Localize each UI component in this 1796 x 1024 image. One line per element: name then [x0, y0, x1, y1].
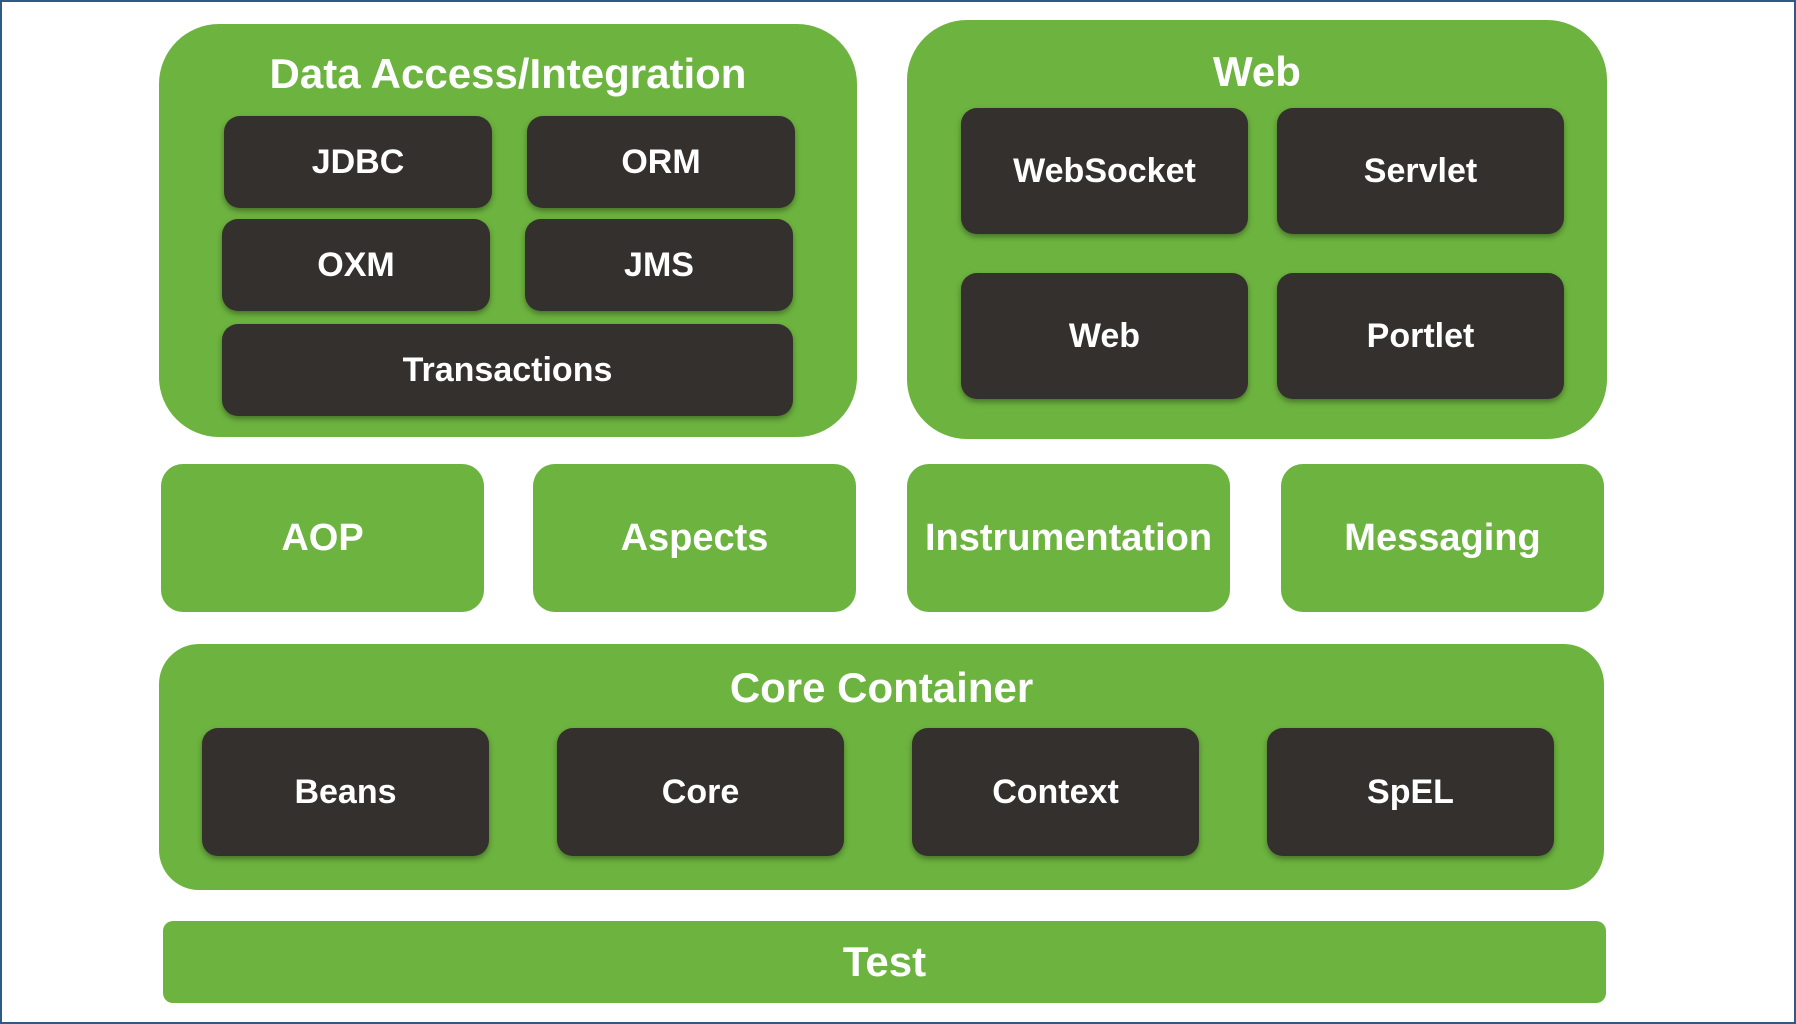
test-module: Test [163, 921, 1606, 1003]
spel-module: SpEL [1267, 728, 1554, 856]
web-module: Web [961, 273, 1248, 399]
transactions-module: Transactions [222, 324, 793, 416]
jms-module: JMS [525, 219, 793, 311]
aspects-module: Aspects [533, 464, 856, 612]
context-module: Context [912, 728, 1199, 856]
instrumentation-module: Instrumentation [907, 464, 1230, 612]
core-container-group: Core Container Beans Core Context SpEL [159, 644, 1604, 890]
data-access-title: Data Access/Integration [269, 50, 747, 97]
core-container-title: Core Container [729, 664, 1034, 711]
data-access-group: Data Access/Integration JDBC ORM OXM JMS… [159, 24, 857, 437]
web-group: Web WebSocket Servlet Web Portlet [907, 20, 1607, 439]
websocket-module: WebSocket [961, 108, 1248, 234]
beans-module: Beans [202, 728, 489, 856]
web-title: Web [1213, 48, 1301, 95]
oxm-module: OXM [222, 219, 490, 311]
aop-module: AOP [161, 464, 484, 612]
jdbc-module: JDBC [224, 116, 492, 208]
messaging-module: Messaging [1281, 464, 1604, 612]
portlet-module: Portlet [1277, 273, 1564, 399]
servlet-module: Servlet [1277, 108, 1564, 234]
orm-module: ORM [527, 116, 795, 208]
core-module: Core [557, 728, 844, 856]
